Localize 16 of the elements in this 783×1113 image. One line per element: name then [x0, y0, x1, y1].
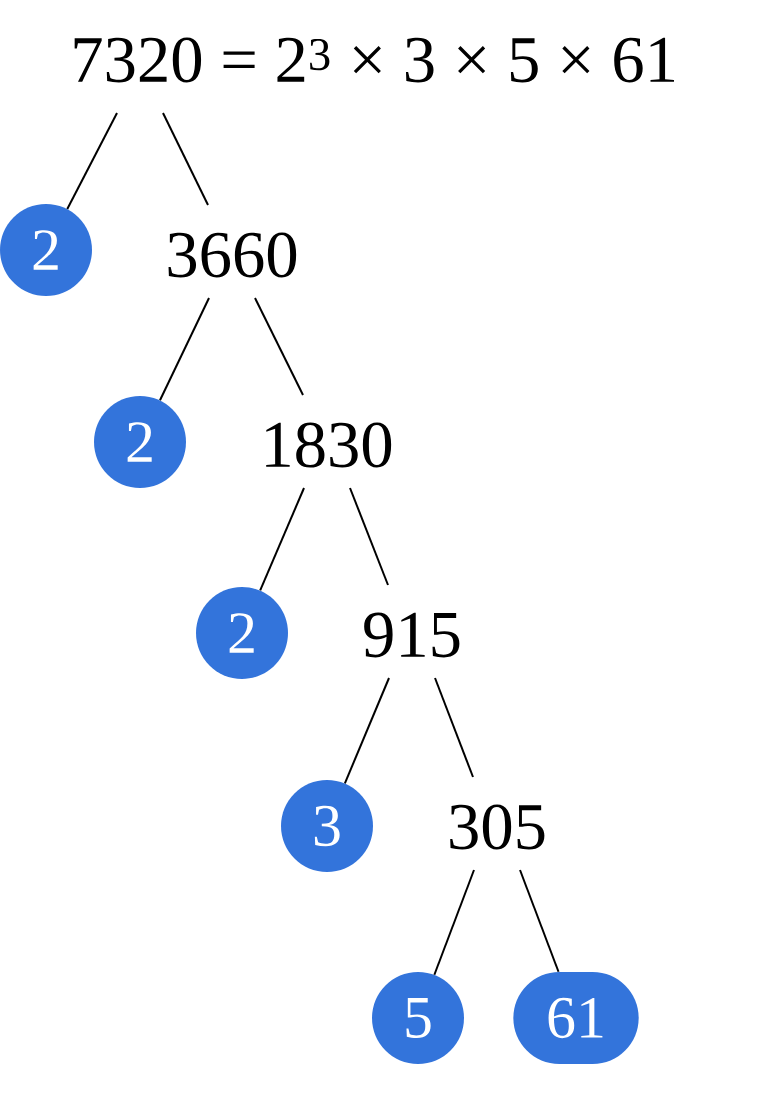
composite-number: 915: [364, 612, 460, 658]
composite-number: 3660: [168, 232, 297, 278]
branch-line: [159, 297, 210, 402]
factorization-formula: 7320 = 2$^{3}$ × 3 × 5 × 61: [74, 37, 674, 83]
branch-line: [519, 869, 560, 973]
branch-line: [66, 112, 118, 210]
prime-pill: 61: [513, 972, 639, 1064]
composite-number: 305: [450, 804, 545, 850]
branch-line: [433, 869, 475, 976]
branch-line: [259, 487, 305, 592]
branch-line: [349, 487, 389, 586]
composite-number: 1830: [266, 422, 392, 468]
branch-line: [162, 112, 209, 206]
branch-line: [254, 297, 304, 396]
branch-line: [343, 677, 390, 785]
branch-line: [434, 677, 474, 778]
